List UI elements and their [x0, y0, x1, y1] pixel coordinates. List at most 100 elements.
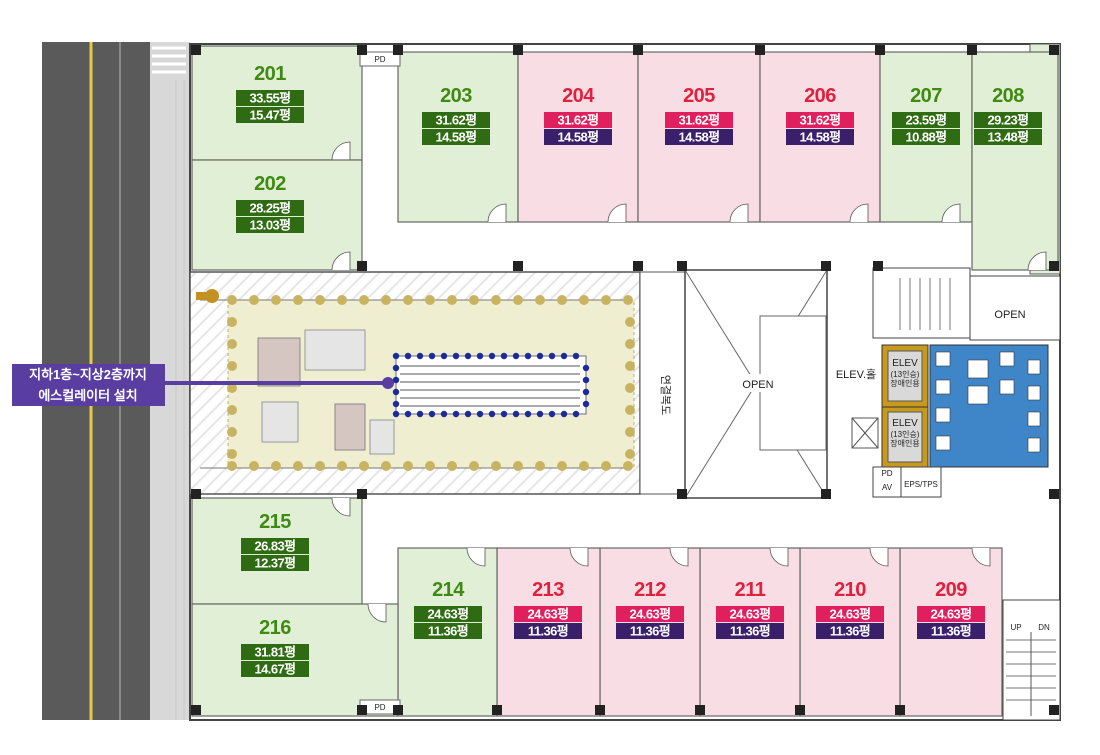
- unit-209-area-exclusive: 11.36평: [931, 624, 971, 639]
- border-dot: [625, 427, 635, 437]
- unit-212-area-exclusive-tag: [616, 623, 684, 639]
- unit-211-area-exclusive-tag: [716, 623, 784, 639]
- unit-201-area-exclusive: 15.47평: [250, 108, 291, 123]
- unit-206-number: 206: [804, 85, 836, 107]
- unit-216-area-total: 31.81평: [255, 645, 296, 660]
- unit-202-door: [331, 251, 351, 271]
- border-dot: [447, 461, 457, 471]
- border-dot: [560, 352, 568, 360]
- unit-208-area-total: 29.23평: [988, 113, 1029, 128]
- unit-203-area-total: 31.62평: [436, 113, 477, 128]
- border-dot: [337, 295, 347, 305]
- unit-206-door: [849, 203, 869, 223]
- structural-column: [795, 705, 805, 715]
- unit-214-area-total: 24.63평: [428, 607, 469, 622]
- corridor-label: 연결복도: [659, 375, 672, 415]
- border-dot: [623, 461, 633, 471]
- border-dot: [500, 410, 508, 418]
- border-dot: [425, 461, 435, 471]
- border-dot: [557, 295, 567, 305]
- unit-210-door: [869, 547, 889, 567]
- service-core: OPEN ELEV.홀 ELEV (13인승) 장애인용 ELEV (13인승)…: [833, 267, 1061, 498]
- unit-207-number: 207: [910, 85, 942, 107]
- structural-column: [357, 705, 367, 715]
- border-dot: [227, 427, 237, 437]
- border-dot: [625, 383, 635, 393]
- border-dot: [359, 295, 369, 305]
- structural-column: [821, 261, 831, 271]
- unit-208-area-exclusive-tag: [974, 129, 1042, 145]
- border-dot: [464, 352, 472, 360]
- unit-204-area-exclusive-tag: [544, 129, 612, 145]
- open-right-label: OPEN: [994, 309, 1025, 321]
- structural-column: [875, 45, 885, 55]
- unit-215-area-exclusive-tag: [241, 555, 309, 571]
- unit-216-area-exclusive-tag: [241, 661, 309, 677]
- structural-column: [357, 261, 367, 271]
- border-dot: [572, 410, 580, 418]
- border-dot: [440, 410, 448, 418]
- border-dot: [337, 461, 347, 471]
- structural-column: [677, 489, 687, 499]
- border-dot: [535, 295, 545, 305]
- unit-208-number: 208: [992, 85, 1024, 107]
- unit-209-door: [971, 547, 991, 567]
- unit-205-door: [729, 203, 749, 223]
- unit-216-area-total-tag: [241, 644, 309, 660]
- border-dot: [582, 376, 590, 384]
- unit-203-number: 203: [440, 85, 472, 107]
- border-dot: [524, 352, 532, 360]
- unit-209-area-exclusive-tag: [917, 623, 985, 639]
- unit-210-area-exclusive: 11.36평: [830, 624, 870, 639]
- unit-215-area-exclusive: 12.37평: [255, 556, 296, 571]
- border-dot: [392, 388, 400, 396]
- unit-201-area-total: 33.55평: [250, 91, 291, 106]
- unit-210-area-total-tag: [816, 606, 884, 622]
- border-dot: [452, 410, 460, 418]
- unit-214-number: 214: [432, 579, 465, 601]
- border-dot: [488, 352, 496, 360]
- border-dot: [416, 352, 424, 360]
- unit-201-number: 201: [254, 63, 286, 85]
- border-dot: [403, 295, 413, 305]
- unit-215-area-total: 26.83평: [255, 539, 296, 554]
- border-dot: [227, 405, 237, 415]
- unit-206-area-total: 31.62평: [800, 113, 841, 128]
- border-dot: [315, 461, 325, 471]
- border-dot: [625, 339, 635, 349]
- border-dot: [271, 461, 281, 471]
- unit-213-area-exclusive-tag: [514, 623, 582, 639]
- unit-212-area-total-tag: [616, 606, 684, 622]
- av-label: AV: [882, 483, 893, 492]
- border-dot: [392, 400, 400, 408]
- structural-column: [393, 705, 403, 715]
- border-dot: [392, 376, 400, 384]
- structural-column: [967, 45, 977, 55]
- structural-column: [191, 705, 201, 715]
- pd-top-label: PD: [374, 55, 385, 64]
- unit-207-area-exclusive: 10.88평: [906, 130, 947, 145]
- structural-column: [695, 705, 705, 715]
- stair-bottom-right: UP DN: [1002, 599, 1061, 721]
- border-dot: [536, 352, 544, 360]
- unit-213-area-total: 24.63평: [528, 607, 569, 622]
- structural-column: [873, 261, 883, 271]
- border-dot: [464, 410, 472, 418]
- border-dot: [392, 364, 400, 372]
- unit-214: 214 24.63평 11.36평: [397, 547, 498, 717]
- unit-214-area-exclusive: 11.36평: [428, 624, 468, 639]
- structural-column: [755, 45, 765, 55]
- structural-column: [895, 705, 905, 715]
- structural-column: [633, 45, 643, 55]
- border-dot: [428, 410, 436, 418]
- unit-214-area-exclusive-tag: [414, 623, 482, 639]
- border-dot: [403, 461, 413, 471]
